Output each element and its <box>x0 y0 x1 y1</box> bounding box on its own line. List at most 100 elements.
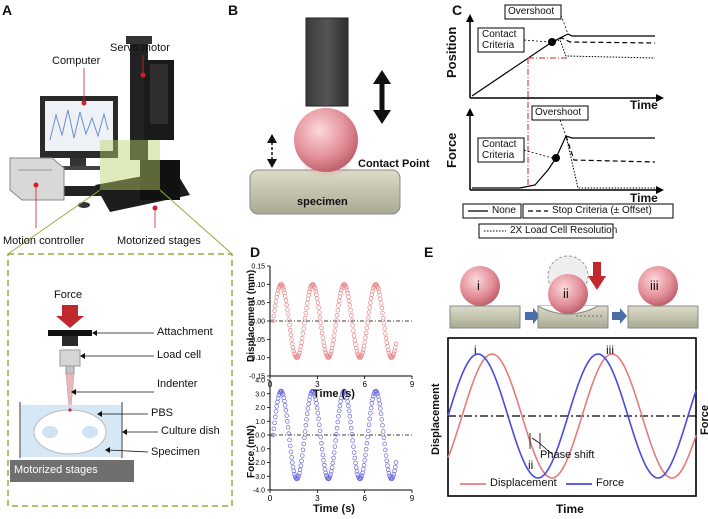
inset-specimen-label: Specimen <box>151 446 200 458</box>
label-servo-motor: Servo motor <box>110 42 170 54</box>
d-top-ytick-label: 0.05 <box>251 300 265 307</box>
d-top-point <box>382 326 387 331</box>
d-bottom-point <box>358 475 364 480</box>
d-bottom-point <box>280 390 285 395</box>
d-bottom-point <box>287 443 293 449</box>
d-bottom-point <box>305 406 311 411</box>
state-iii-label: iii <box>650 278 659 293</box>
d-top-point <box>313 289 319 294</box>
d-top-point <box>336 298 342 304</box>
d-top-point <box>289 337 294 342</box>
d-bottom-point <box>351 444 356 449</box>
d-bottom-point <box>272 420 277 425</box>
d-top-point <box>302 321 307 326</box>
d-top-point <box>285 312 291 317</box>
d-bottom-point <box>353 460 358 466</box>
d-top-point <box>392 348 397 354</box>
d-top-point <box>307 286 313 292</box>
d-top-point <box>280 285 286 290</box>
d-top-point <box>304 305 309 311</box>
panel-b-letter: B <box>228 2 239 18</box>
position-time-label: Time <box>630 98 658 112</box>
d-top-point <box>319 325 324 331</box>
label-computer: Computer <box>52 55 101 67</box>
d-top-point <box>297 350 302 356</box>
d-top-ytick-label: 0.10 <box>251 282 265 289</box>
d-bottom-point <box>319 440 324 446</box>
d-top-point <box>354 349 360 354</box>
overshoot-position-label: Overshoot <box>508 6 555 17</box>
d-top-point <box>375 284 380 289</box>
d-bottom-point <box>319 447 325 452</box>
d-bottom-point <box>393 464 398 470</box>
inset-culture-dish-label: Culture dish <box>161 425 220 437</box>
d-bottom-point <box>314 401 319 406</box>
d-top-ytick-label: 0.15 <box>251 264 265 271</box>
d-bottom-point <box>346 408 352 414</box>
d-bottom-ytick-label: 4.0 <box>255 378 265 385</box>
overshoot-force-label: Overshoot <box>535 107 582 118</box>
d-top-point <box>351 333 357 338</box>
d-bottom-point <box>336 414 341 419</box>
d-top-point <box>273 303 278 309</box>
d-top-xtick-label: 9 <box>410 380 415 389</box>
d-bottom-point <box>327 474 333 480</box>
d-bottom-point <box>389 476 394 482</box>
d-bottom-point <box>349 432 355 437</box>
d-bottom-point <box>383 453 389 458</box>
inset-indenter-label: Indenter <box>157 378 198 390</box>
d-top-point <box>375 286 381 292</box>
d-bottom-point <box>304 417 309 422</box>
panel-e-letter: E <box>424 244 434 260</box>
curve-label-iii: iii <box>606 343 614 357</box>
d-bottom-point <box>352 455 358 461</box>
d-bottom-point <box>375 391 380 397</box>
d-bottom-point <box>365 434 370 440</box>
d-bottom-point <box>299 458 304 464</box>
d-bottom-point <box>298 463 304 468</box>
d-top-point <box>302 315 308 321</box>
d-bottom-point <box>350 438 355 443</box>
d-bottom-point <box>328 472 333 477</box>
label-motion-controller: Motion controller <box>3 235 85 247</box>
d-top-point <box>327 353 333 359</box>
d-bottom-xtick-label: 3 <box>315 494 320 503</box>
d-bottom-xtick-label: 0 <box>268 494 273 503</box>
d-bottom-point <box>280 392 286 397</box>
d-bottom-point <box>315 410 321 416</box>
d-top-point <box>291 348 296 354</box>
inset-load-cell-label: Load cell <box>157 349 202 361</box>
d-bottom-point <box>318 434 323 440</box>
d-bottom-point <box>322 462 327 468</box>
d-top-point <box>332 328 338 333</box>
d-top-point <box>367 305 372 310</box>
d-top-point <box>380 315 386 321</box>
d-bottom-ytick-label: 3.0 <box>255 391 265 398</box>
d-top-point <box>275 291 280 296</box>
d-top-point <box>328 351 333 357</box>
d-bottom-point <box>285 419 290 424</box>
d-top-point <box>347 303 353 308</box>
specimen-label: specimen <box>297 196 348 208</box>
d-bottom-ytick-label: -4.0 <box>253 488 265 495</box>
d-top-point <box>331 333 337 338</box>
d-bottom-point <box>306 401 311 407</box>
d-top-point <box>370 289 375 294</box>
d-bottom-ytick-label: 2.0 <box>255 405 265 412</box>
d-top-point <box>358 355 363 360</box>
d-bottom-point <box>275 395 281 401</box>
d-top-point <box>383 331 388 336</box>
legend-load-cell: 2X Load Cell Resolution <box>510 225 618 236</box>
d-bottom-point <box>355 472 360 477</box>
d-bottom-point <box>386 470 392 476</box>
d-bottom-point <box>380 429 386 434</box>
d-top-point <box>368 300 373 306</box>
d-top-point <box>369 292 375 297</box>
e-left-ylabel: Displacement <box>430 383 442 455</box>
d-bottom-point <box>286 431 292 436</box>
d-top-ytick-label: 0.00 <box>251 319 265 326</box>
label-motorized-stages: Motorized stages <box>117 235 201 247</box>
d-bottom-ytick-label: -3.0 <box>253 474 265 481</box>
